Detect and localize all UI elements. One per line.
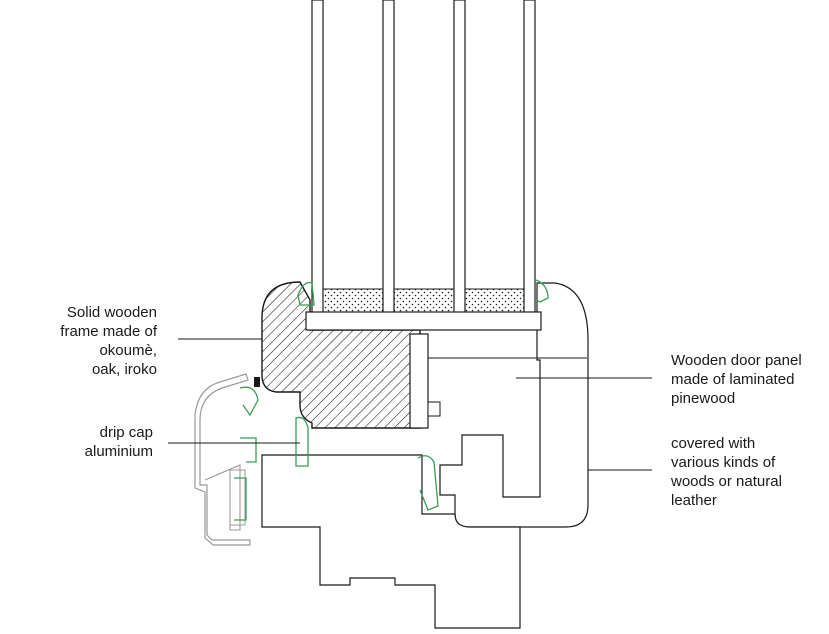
glass-bottom-frame [305, 311, 542, 331]
bead-clip [427, 401, 441, 417]
gaskets [234, 279, 549, 521]
lower-frame-shape [261, 454, 521, 629]
label-wooden-frame: Solid wooden frame made of okoumè, oak, … [60, 304, 157, 378]
label-covering: covered with various kinds of woods or n… [671, 435, 782, 509]
wooden-frame-hatched [261, 281, 421, 429]
frame-seal [254, 377, 260, 387]
leader-lines [168, 338, 652, 471]
glazing-bead [409, 333, 429, 429]
glass-spacers [322, 288, 525, 313]
label-door-panel: Wooden door panel made of laminated pine… [671, 352, 802, 407]
label-drip-cap: drip cap aluminium [84, 424, 153, 460]
drip-cap-aluminium [194, 373, 251, 546]
glass-panes [311, 0, 536, 323]
door-panel-shape [439, 282, 589, 528]
drip-cap-channel [229, 469, 246, 526]
